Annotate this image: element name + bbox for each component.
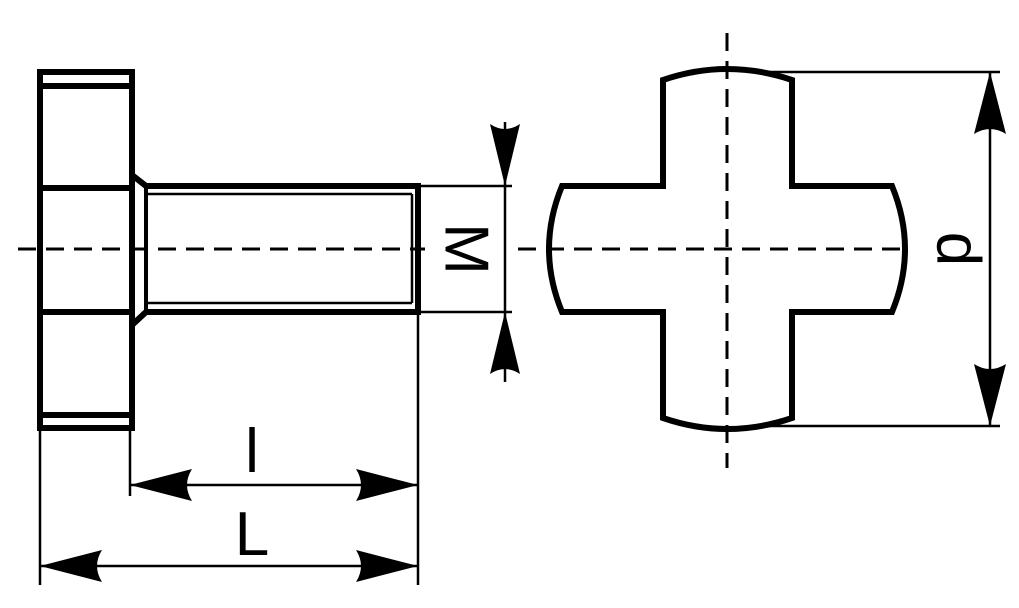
knob-diameter-dimension: d (760, 70, 1006, 428)
knob-diameter-label: d (924, 232, 993, 266)
thread-size-label: M (432, 223, 501, 275)
arrowhead-left (40, 550, 102, 582)
front-view (518, 33, 908, 468)
arrowhead-right (356, 469, 418, 501)
arrowhead-right (356, 550, 418, 582)
thread-diameter-dimension: M (418, 122, 520, 382)
arrowhead-left (130, 469, 192, 501)
arrowhead-down (974, 364, 1006, 426)
overall-length-label: L (235, 500, 269, 569)
arrowhead-down (490, 124, 520, 186)
arrowhead-up (490, 312, 520, 374)
thread-length-label: l (245, 417, 259, 486)
overall-length-dimension: L (38, 428, 418, 585)
thread-length-dimension: l (128, 312, 420, 585)
arrowhead-up (974, 72, 1006, 134)
side-view (18, 69, 425, 431)
